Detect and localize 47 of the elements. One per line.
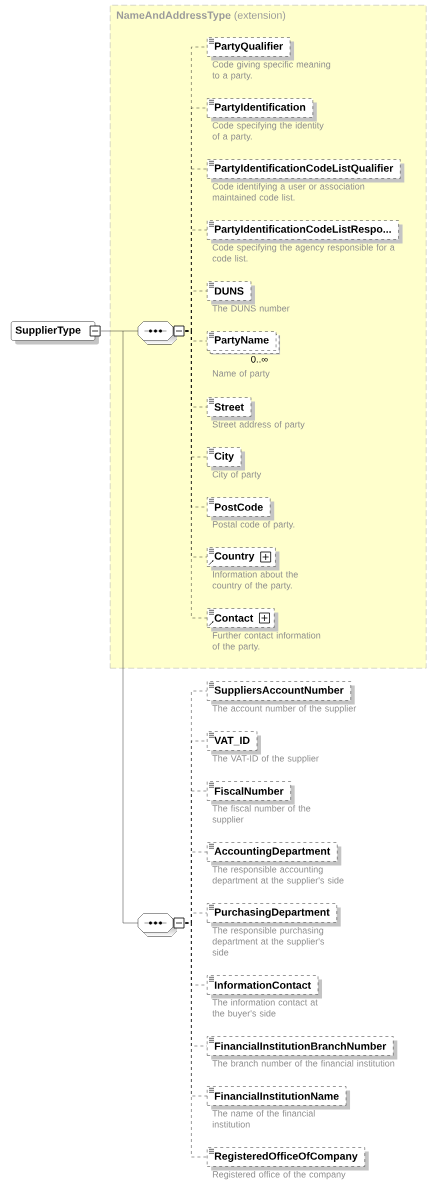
description: Information about the country of the party. — [212, 570, 298, 591]
description: The DUNS number — [212, 304, 290, 312]
description: City of party — [212, 470, 262, 480]
description: Code giving specific meaning to a party. — [212, 60, 331, 81]
element-box: Contact — [207, 608, 279, 632]
element-box: InformationContact — [207, 975, 323, 999]
element-box: PartyQualifier — [207, 37, 295, 61]
element-box: PurchasingDepartment — [207, 903, 341, 927]
description: Code specifying the identity of a party. — [212, 121, 324, 142]
sequence-compositor — [137, 913, 185, 937]
description: Street address of party — [212, 420, 305, 430]
element-box: Street — [207, 397, 255, 421]
description: The responsible accounting department at the supplier's side — [212, 865, 344, 886]
element-box: RegisteredOfficeOfCompany — [207, 1147, 369, 1171]
element-box: PartyIdentificationCodeListQualifier — [207, 159, 405, 183]
element-box: FinancialInstitutionBranchNumber — [207, 1036, 398, 1060]
description: Registered office of the company — [212, 1170, 346, 1180]
element-box: PartyName — [207, 331, 281, 355]
element-box: AccountingDepartment — [207, 842, 342, 866]
description: The name of the financial institution — [212, 1109, 315, 1128]
description: Postal code of party. — [212, 520, 295, 530]
element-box: SuppliersAccountNumber — [207, 681, 355, 705]
description: The branch number of the financial institution — [212, 1059, 395, 1067]
element-box: PostCode — [207, 497, 275, 521]
multiplicity-label: 0..∞ — [251, 355, 268, 363]
element-box: Country — [207, 547, 280, 571]
element-box: PartyIdentificationCodeListRespo... — [207, 220, 403, 244]
connector — [185, 922, 208, 1158]
description: The account number of the supplier — [212, 704, 357, 714]
element-box: VAT_ID — [207, 731, 261, 755]
description: The VAT-ID of the supplier — [212, 754, 319, 764]
description: Code identifying a user or association maintained code list. — [212, 182, 365, 201]
element-box: FiscalNumber — [207, 781, 295, 805]
description: The responsible purchasing department at the supplier's side — [212, 926, 325, 956]
connector — [100, 330, 139, 924]
sequence-compositor — [137, 321, 185, 345]
element-box: DUNS — [207, 281, 255, 305]
element-box: City — [207, 447, 246, 471]
connector — [185, 330, 208, 619]
description: Name of party — [212, 369, 270, 379]
type-box: SupplierType — [11, 321, 101, 345]
description: Further contact information of the party. — [212, 631, 321, 652]
description: Code specifying the agency responsible for a code list. — [212, 243, 395, 262]
element-box: FinancialInstitutionName — [207, 1086, 351, 1110]
description: The fiscal number of the supplier — [212, 804, 311, 825]
element-box: PartyIdentification — [207, 98, 317, 122]
description: The information contact at the buyer's side — [212, 998, 318, 1019]
